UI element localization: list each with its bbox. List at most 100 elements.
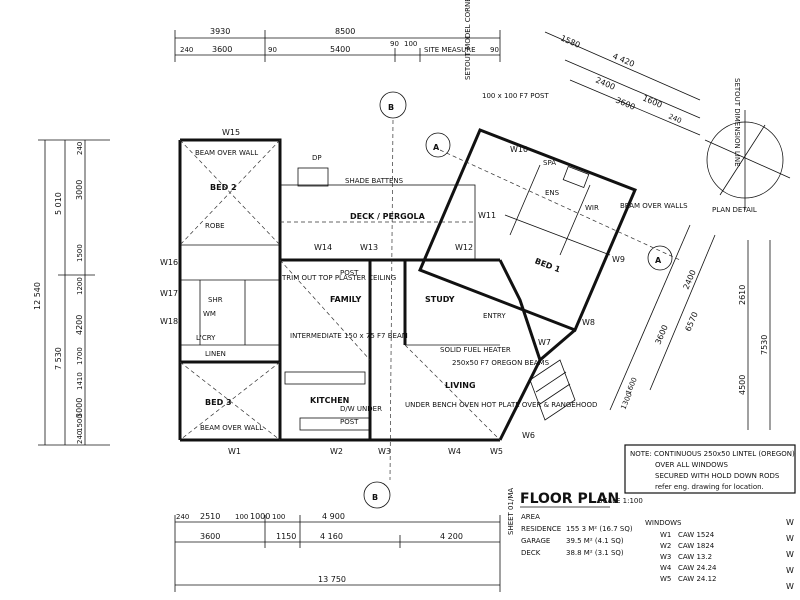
note-post-size: 100 x 100 F7 POST	[482, 92, 549, 100]
top-dim-8500: 8500	[335, 27, 355, 36]
note-beam-over-walls-bed1: BEAM OVER WALLS	[620, 202, 688, 210]
window-w8: W8	[582, 318, 595, 327]
window-w10: W10	[510, 145, 528, 154]
window-w11: W11	[478, 211, 496, 220]
room-living: LIVING	[445, 381, 476, 390]
room-entry: ENTRY	[483, 312, 506, 320]
section-marker-a-left	[425, 132, 451, 158]
schedule-w5-type: CAW 24.12	[678, 575, 716, 583]
left-dim-1200: 1200	[76, 277, 84, 295]
area-row-garage-name: GARAGE	[521, 537, 550, 545]
window-w6: W6	[522, 431, 535, 440]
left-dim-5010: 5 010	[54, 192, 63, 215]
bottom-dim-1150: 1150	[276, 532, 296, 541]
room-kitchen: KITCHEN	[310, 396, 349, 405]
top-dim-90a: 90	[268, 46, 277, 54]
drawing-scale: SCALE 1:100	[598, 497, 643, 505]
room-linen: LINEN	[205, 350, 226, 358]
window-w18: W18	[160, 317, 178, 326]
window-w3: W3	[378, 447, 391, 456]
angled-dim-2400: 2400	[594, 76, 616, 92]
schedule-w5-id: W5	[660, 575, 671, 583]
room-family: FAMILY	[330, 295, 362, 304]
note-setout-corner: SETOUT MODEL CORNER	[464, 0, 472, 80]
sheet-side-note: SHEET 01/MA	[507, 488, 515, 535]
left-dimension-chain: 12 540 5 010 7 530 240 3000 1500 1200 42…	[33, 139, 110, 446]
note-line-2: OVER ALL WINDOWS	[655, 461, 729, 469]
window-w13: W13	[360, 243, 378, 252]
angled-dim-1300: 1300	[619, 391, 633, 411]
note-intermediate-beam: INTERMEDIATE 150 x 75 F7 BEAM	[290, 332, 408, 340]
section-markers: B A A B	[363, 91, 681, 509]
left-dim-4200: 4200	[75, 315, 84, 335]
left-dim-1500a: 1500	[76, 244, 84, 262]
window-w9: W9	[612, 255, 625, 264]
note-trim-out: TRIM OUT TOP PLASTER CEILING	[281, 274, 396, 282]
note-line-3: SECURED WITH HOLD DOWN RODS	[655, 472, 780, 480]
left-dim-7530: 7 530	[54, 347, 63, 370]
window-w1: W1	[228, 447, 241, 456]
bottom-dimension-chain: 240 2510 100 1000 100 4 900 3600 1150 4 …	[174, 488, 515, 592]
room-deck-pergola: DECK / PERGOLA	[350, 212, 426, 221]
schedule-w4-type: CAW 24.24	[678, 564, 717, 572]
section-marker-b-bottom	[363, 481, 391, 509]
angled-dim-240: 240	[667, 112, 682, 125]
room-spa: SPA	[543, 159, 556, 167]
edge-w-4: W	[786, 566, 794, 575]
window-w15: W15	[222, 128, 240, 137]
top-dim-240: 240	[180, 46, 193, 54]
window-w17: W17	[160, 289, 178, 298]
left-dim-3000a: 3000	[75, 180, 84, 200]
bottom-dim-4200: 4 200	[440, 532, 463, 541]
room-bed3: BED 3	[205, 398, 232, 407]
bottom-dim-3600: 3600	[200, 532, 220, 541]
title-block: FLOOR PLAN SCALE 1:100 AREA RESIDENCE 15…	[520, 491, 794, 591]
left-dim-12540: 12 540	[33, 282, 42, 310]
note-beam-over-wall-bed2: BEAM OVER WALL	[195, 149, 258, 157]
edge-w-5: W	[786, 582, 794, 591]
schedule-w4-id: W4	[660, 564, 672, 572]
note-shade-battens: SHADE BATTENS	[345, 177, 404, 185]
room-labels: BED 2 BED 3 BED 1 FAMILY STUDY LIVING KI…	[196, 159, 599, 407]
lintel-note-box: NOTE: CONTINUOUS 250x50 LINTEL (OREGON) …	[624, 444, 796, 494]
area-row-deck-value: 38.8 M² (3.1 SQ)	[566, 549, 624, 557]
bottom-dim-4160: 4 160	[320, 532, 343, 541]
area-label: AREA	[521, 513, 540, 521]
windows-heading: WINDOWS	[645, 519, 682, 527]
left-dim-1700: 1700	[76, 347, 84, 365]
section-marker-a-right	[647, 245, 673, 271]
schedule-w3-type: CAW 13.2	[678, 553, 712, 561]
bottom-dim-240: 240	[176, 513, 189, 521]
angled-dim-3600: 3600	[614, 96, 636, 112]
schedule-w1-id: W1	[660, 531, 671, 539]
angled-dim-6570: 6570	[684, 311, 700, 333]
left-dim-240b: 240	[76, 431, 84, 444]
top-dim-100: 100	[404, 40, 417, 48]
note-under-bench-oven: UNDER BENCH OVEN HOT PLATE OVER & RANGEH…	[405, 401, 597, 409]
angled-dim-1580: 1580	[559, 34, 581, 50]
note-line-4: refer eng. drawing for location.	[655, 483, 764, 491]
edge-w-3: W	[786, 550, 794, 559]
bottom-dim-2510: 2510	[200, 512, 220, 521]
note-dp: DP	[312, 154, 322, 162]
note-post-2: POST	[340, 418, 359, 426]
setout-dimension-line-label: SETOUT DIMENSION LINE	[733, 78, 741, 167]
room-ens: ENS	[545, 189, 560, 197]
edge-w-2: W	[786, 534, 794, 543]
section-a-left-letter: A	[433, 143, 440, 152]
window-w5: W5	[490, 447, 503, 456]
left-dim-1410: 1410	[76, 372, 84, 390]
section-b-top-letter: B	[388, 103, 394, 112]
angled-dimensions-top: 1580 4 420 2400 1600 3600 240	[544, 31, 701, 136]
bottom-dim-4900: 4 900	[322, 512, 345, 521]
top-dim-90b: 90	[390, 40, 399, 48]
section-b-bottom-letter: B	[372, 493, 378, 502]
note-line-1: NOTE: CONTINUOUS 250x50 LINTEL (OREGON)	[630, 450, 795, 458]
room-wir: WIR	[585, 204, 599, 212]
room-lcry: L'CRY	[196, 334, 216, 342]
room-shr: SHR	[208, 296, 223, 304]
room-wm: WM	[203, 310, 216, 318]
room-bed2: BED 2	[210, 183, 237, 192]
area-row-deck-name: DECK	[521, 549, 541, 557]
left-dim-240a: 240	[76, 142, 84, 155]
